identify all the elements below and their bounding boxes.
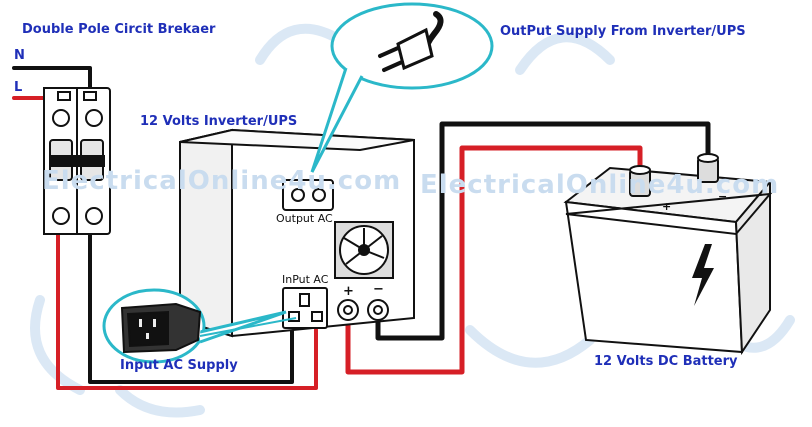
breaker-icon: [43, 87, 111, 235]
fan-icon: [334, 221, 394, 279]
wires: [12, 66, 711, 390]
watermark-left: ElectricalOnline4u.com: [42, 166, 402, 196]
dc-plus-label: +: [343, 284, 354, 299]
input-ac-label: InPut AC: [282, 273, 329, 286]
neutral-label: N: [14, 48, 25, 63]
dc-minus-label: −: [373, 282, 384, 297]
watermark-right: ElectricalOnline4u.com: [420, 170, 780, 200]
battery-label: 12 Volts DC Battery: [594, 354, 738, 369]
output-supply-label: OutPut Supply From Inverter/UPS: [500, 24, 746, 39]
battery-minus-label: −: [718, 190, 728, 203]
inverter-dc-terminals: [337, 299, 389, 321]
output-ac-socket: [282, 179, 334, 211]
live-label: L: [14, 80, 23, 95]
iec-socket-icon: [120, 302, 202, 354]
breaker-label: Double Pole Circit Brekaer: [22, 22, 216, 37]
positive-dc-wire: [345, 145, 643, 375]
input-supply-label: Input AC Supply: [120, 358, 238, 373]
negative-dc-wire: [375, 121, 711, 341]
input-ac-socket: [282, 287, 328, 329]
lightning-icon: [692, 244, 714, 306]
inverter-label: 12 Volts Inverter/UPS: [140, 114, 298, 129]
plug-icon: [378, 11, 444, 72]
battery-icon: [563, 153, 773, 356]
neutral-supply-wire: [12, 66, 92, 94]
battery-plus-label: +: [662, 200, 672, 213]
output-ac-label: Output AC: [276, 212, 333, 225]
